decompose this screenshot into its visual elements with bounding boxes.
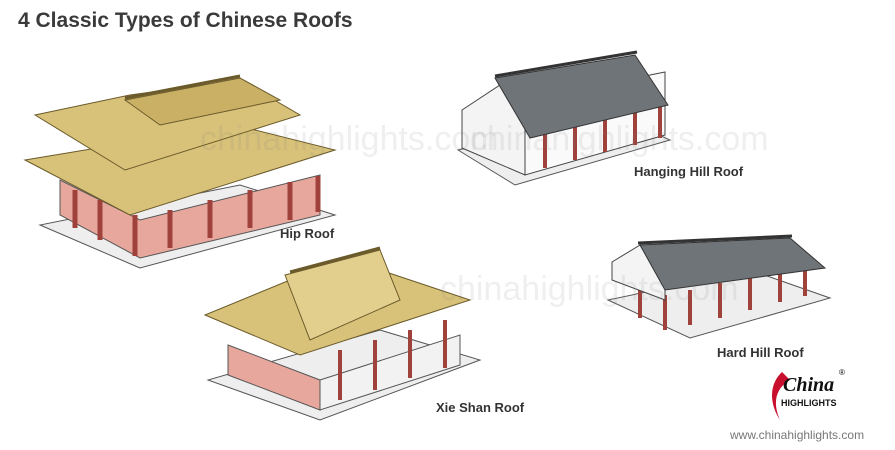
watermark: chinahighlights.com — [200, 120, 499, 158]
hip-roof-building — [23, 74, 337, 269]
hanging-hill-roof-label: Hanging Hill Roof — [634, 164, 744, 179]
xie-shan-roof-label: Xie Shan Roof — [436, 400, 525, 415]
hard-hill-roof-label: Hard Hill Roof — [717, 345, 804, 360]
page-title: 4 Classic Types of Chinese Roofs — [18, 9, 353, 32]
logo-registered: ® — [839, 368, 845, 377]
hip-roof-label: Hip Roof — [280, 226, 335, 241]
hard-hill-roof-building — [606, 234, 832, 339]
logo-text-china: China — [783, 374, 835, 396]
website-url: www.chinahighlights.com — [730, 428, 865, 442]
xie-shan-roof-building — [203, 246, 482, 421]
watermark: chinahighlights.com — [440, 270, 739, 308]
logo-swoosh-icon — [772, 372, 790, 420]
watermark: chinahighlights.com — [470, 120, 769, 158]
china-highlights-logo: China ® HIGHLIGHTS — [765, 368, 855, 423]
logo-text-highlights: HIGHLIGHTS — [781, 398, 837, 408]
hanging-hill-roof-building — [456, 50, 672, 186]
